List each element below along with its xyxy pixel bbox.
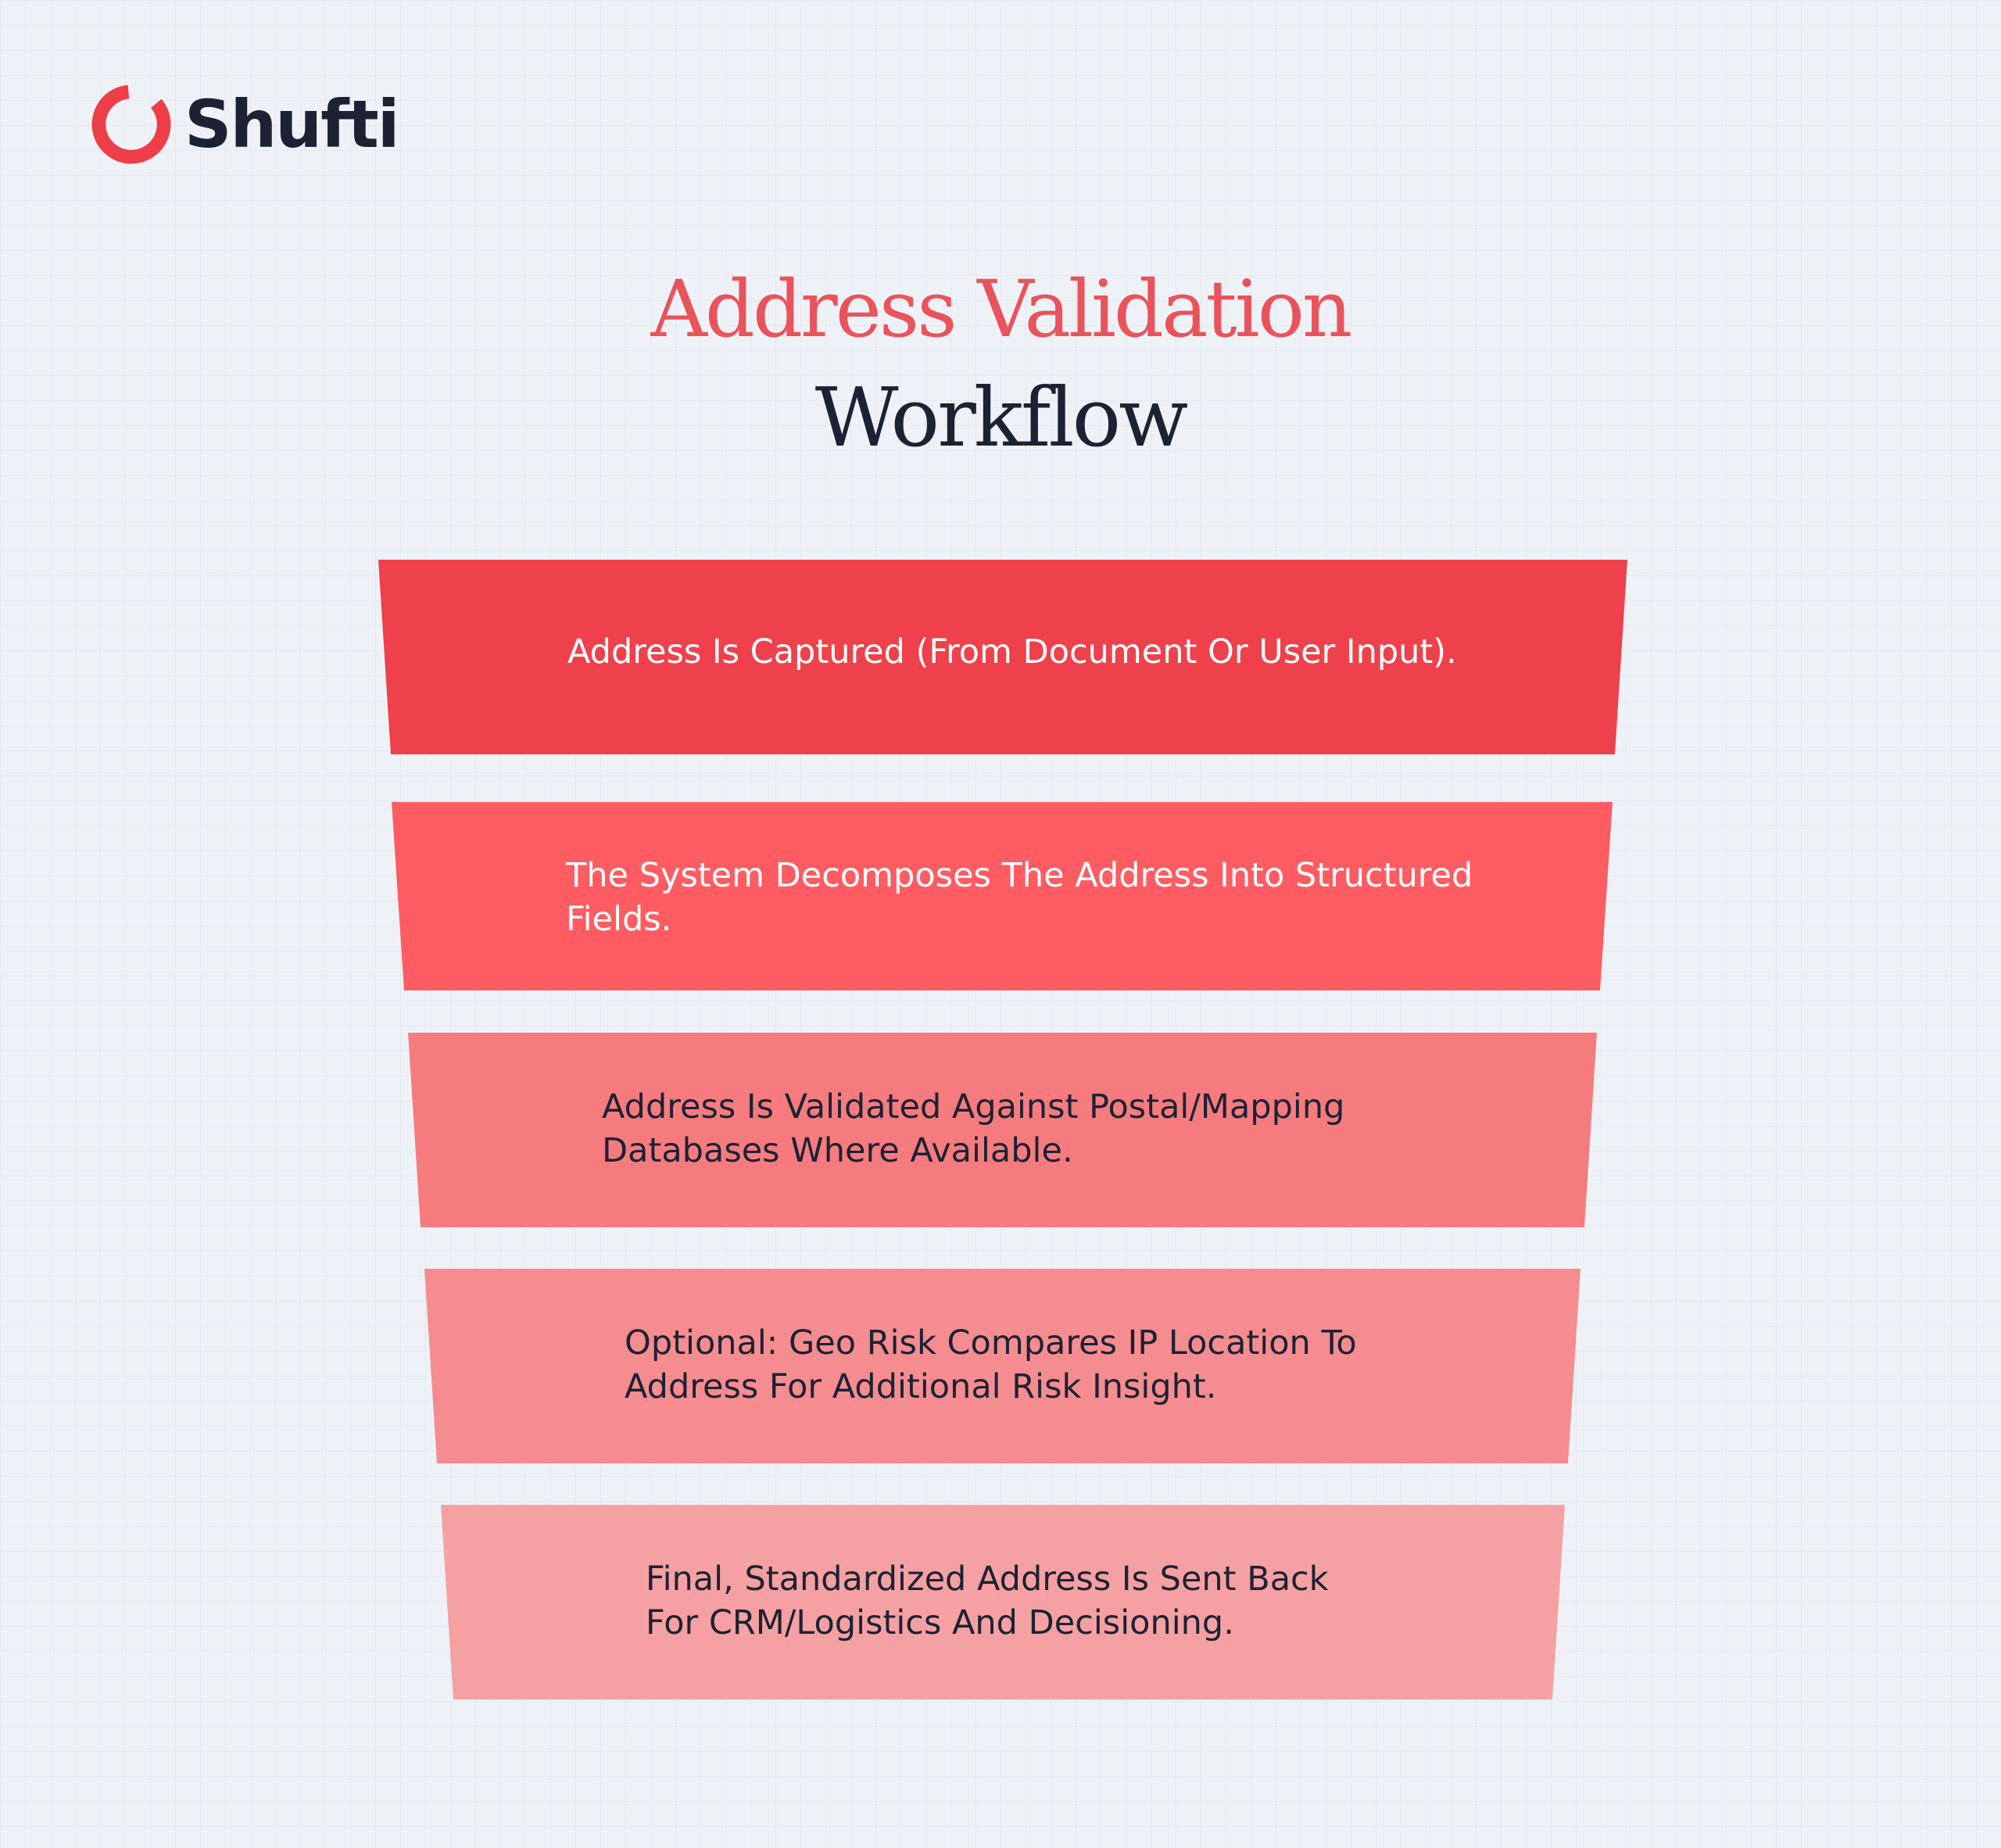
workflow-step-5: Final, Standardized Address Is Sent Back… xyxy=(441,1505,1565,1699)
step-3-text: Address Is Validated Against Postal/Mapp… xyxy=(602,1087,1345,1170)
step-2-text: The System Decomposes The Address Into S… xyxy=(566,856,1473,939)
title-line-2: Workflow xyxy=(814,370,1189,465)
workflow-step-3: Address Is Validated Against Postal/Mapp… xyxy=(408,1033,1597,1227)
workflow-step-1: Address Is Captured (From Document Or Us… xyxy=(378,560,1627,754)
workflow-step-4: Optional: Geo Risk Compares IP Location … xyxy=(424,1269,1580,1463)
workflow-step-2: The System Decomposes The Address Into S… xyxy=(392,802,1613,990)
brand-logo: Shufti xyxy=(91,81,400,167)
step-5-text: Final, Standardized Address Is Sent Back… xyxy=(646,1560,1329,1642)
step-1-text: Address Is Captured (From Document Or Us… xyxy=(567,632,1457,672)
title-line-1: Address Validation xyxy=(650,263,1353,355)
ring-logo-icon xyxy=(91,84,171,164)
brand-name: Shufti xyxy=(184,86,400,163)
step-4-text: Optional: Geo Risk Compares IP Location … xyxy=(625,1323,1357,1406)
